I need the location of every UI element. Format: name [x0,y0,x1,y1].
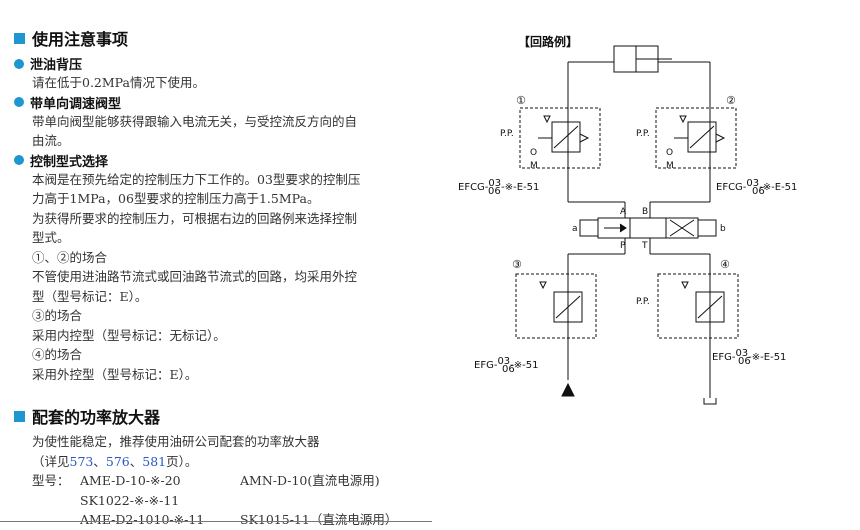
cylinder [613,45,672,73]
o-label-2: O [666,148,673,158]
port-p: P [620,241,626,251]
circle-label-1: ① [516,94,526,107]
pp-label-2: P.P. [636,129,650,139]
bottom-divider [0,521,432,522]
directional-valve [579,217,717,239]
amplifier-section: 配套的功率放大器 为使性能稳定，推荐使用油研公司配套的功率放大器 （详见573、… [14,404,434,530]
valve-block-3 [515,273,597,339]
port-a: A [620,207,627,217]
text-drain-pressure: 请在低于0.2MPa情况下使用。 [32,75,205,90]
valve-block-4 [657,273,739,339]
port-t: T [641,241,648,251]
text-control-type: 本阀是在预先给定的控制压力下工作的。03型要求的控制压 力高于1MPa，06型要… [32,171,361,382]
circuit-diagram: 【回路例】 ① P.P. O M EFCG-03-※-E-51 06 ② P.P… [458,34,797,405]
model-row: AME-D2-1010-※-11 SK1015-11（直流电源用） [80,512,398,527]
solenoid-b: b [720,224,726,234]
model-label-1: EFCG-03-※-E-51 [458,178,539,193]
page-link-581[interactable]: 581 [142,453,167,469]
valve-block-1 [519,107,601,169]
solenoid-a: a [572,224,578,234]
circle-label-2: ② [726,94,736,107]
circle-bullet-icon [14,97,24,107]
tank-icon [703,398,717,405]
circle-bullet-icon [14,155,24,165]
diagram-title: 【回路例】 [518,34,578,49]
model-row: 型号： AME-D-10-※-20 AMN-D-10(直流电源用) [32,473,380,488]
model-label-4-size: 06 [738,356,751,367]
m-label-1: M [530,161,538,171]
page-link-576[interactable]: 576 [105,453,130,469]
heading-control-type: 控制型式选择 [14,151,434,170]
heading-drain-pressure: 泄油背压 [14,54,434,73]
model-label-3-size: 06 [502,364,515,375]
model-label-3: EFG-03-※-51 [474,356,539,371]
square-bullet-icon [14,410,25,422]
m-label-2: M [666,161,674,171]
text-check-valve: 带单向阀型能够获得跟输入电流无关，与受控流反方向的自 由流。 [32,113,358,149]
model-row: SK1022-※-※-11 [80,492,180,508]
pp-label-1: P.P. [500,129,514,139]
amplifier-text: 为使性能稳定，推荐使用油研公司配套的功率放大器 （详见573、576、581页）… [14,432,434,530]
circle-label-3: ③ [512,258,522,271]
circle-bullet-icon [14,58,24,69]
model-label-2-size: 06 [752,186,765,197]
model-label-4: EFG-03-※-E-51 [712,348,786,363]
section-title-amplifier: 配套的功率放大器 [14,404,434,428]
page-link-573[interactable]: 573 [69,453,94,469]
section-title-usage: 使用注意事项 [14,26,434,50]
o-label-1: O [530,148,537,158]
model-label-1-size: 06 [488,186,501,197]
model-label-2: EFCG-03-※-E-51 [716,178,797,193]
pump-icon [561,382,575,397]
circle-label-4: ④ [720,258,730,271]
pp-label-4: P.P. [636,297,650,307]
square-bullet-icon [14,32,25,44]
valve-block-2 [655,107,737,169]
port-b: B [642,207,648,217]
heading-check-valve: 带单向调速阀型 [14,93,434,112]
page-reference: （详见573、576、581页）。 [32,453,198,469]
usage-notes: 使用注意事项 泄油背压 请在低于0.2MPa情况下使用。 带单向调速阀型 带单向… [14,26,434,384]
